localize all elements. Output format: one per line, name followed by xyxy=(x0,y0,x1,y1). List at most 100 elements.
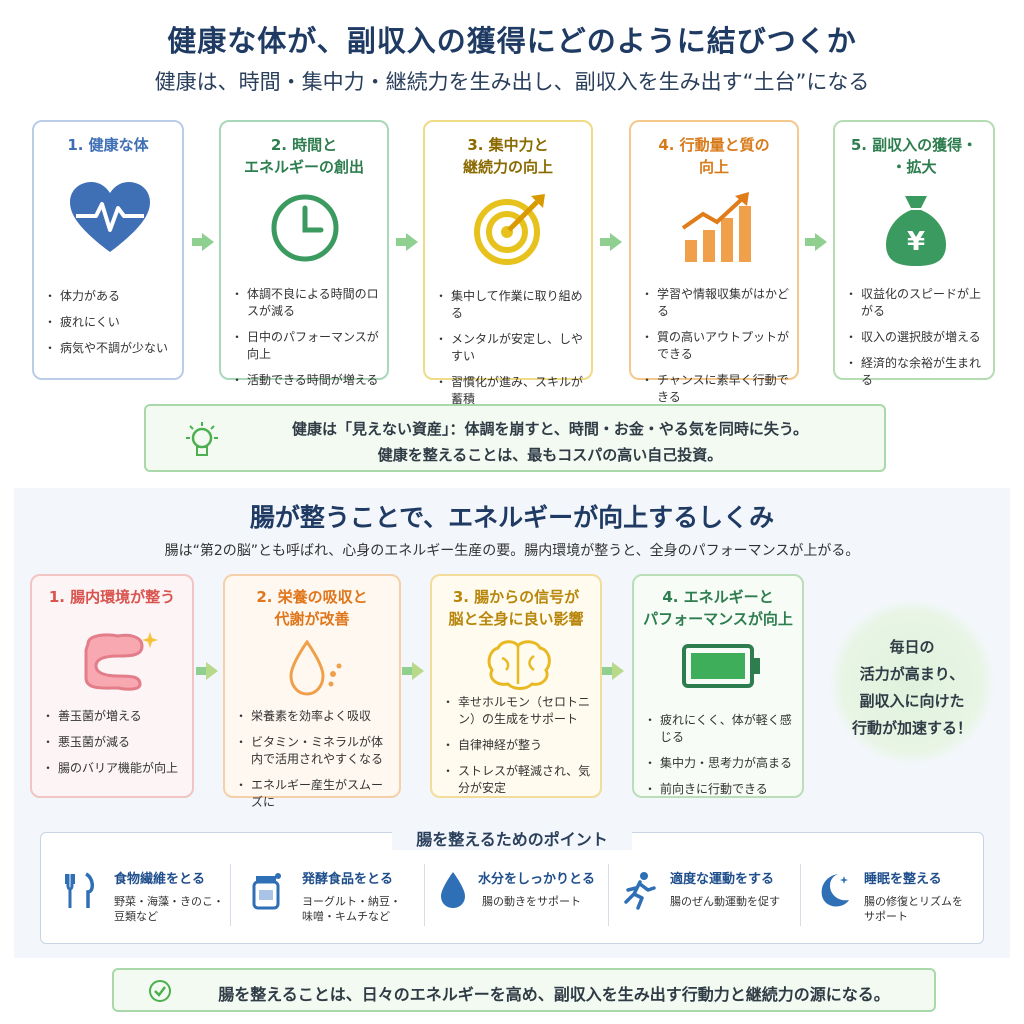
energy-result-circle: 毎日の 活力が高まり、 副収入に向けた 行動が加速する！ xyxy=(830,600,994,764)
gut-step-card-1: 1. 腸内環境が整う 善玉菌が増える 悪玉菌が減る 腸のバリア機能が向上 xyxy=(30,574,194,798)
target-icon xyxy=(474,194,545,265)
energy-line-1: 毎日の xyxy=(889,638,935,656)
point-desc: ヨーグルト・納豆・ 味噌・キムチなど xyxy=(302,894,401,924)
point-title: 発酵食品をとる xyxy=(302,872,394,887)
points-title: 腸を整えるためのポイント xyxy=(392,826,632,850)
nutrient-drop-icon xyxy=(289,639,342,696)
point-title: 水分をしっかりとる xyxy=(478,872,596,887)
heart-pulse-icon xyxy=(70,182,150,252)
point-item-sleep: 睡眠を整える 腸の修復とリズムを サポート xyxy=(812,858,980,928)
step-item: 収益化のスピードが上がる xyxy=(845,286,985,320)
step-item: ストレスが軽減され、気分が安定 xyxy=(442,763,592,797)
step-items: 栄養素を効率よく吸収 ビタミン・ミネラルが体内で活用されやすくなる エネルギー産… xyxy=(235,708,391,820)
step-card-5: 5. 副収入の獲得・ ・拡大 ¥ 収益化のスピードが上がる 収入の選択肢が増える… xyxy=(833,120,995,387)
running-icon xyxy=(624,872,656,910)
step-card-1: 1. 健康な体 体力がある 疲れにくい 病気や不調が少ない xyxy=(32,120,184,380)
flow-arrow xyxy=(402,662,424,680)
flow-arrow xyxy=(196,662,218,680)
point-desc-line: サポート xyxy=(864,910,908,923)
point-desc: 野菜・海藻・きのこ・ 豆類など xyxy=(114,894,224,924)
gut-step-card-3: 3. 腸からの信号が 脳と全身に良い影響 幸せホルモン（セロトニン）の生成をサポ… xyxy=(430,574,602,798)
step-title-line2: 代謝が改善 xyxy=(274,610,350,628)
step-title-line2: パフォーマンスが向上 xyxy=(643,610,793,628)
divider xyxy=(608,864,609,926)
step-item: 収入の選択肢が増える xyxy=(845,329,985,346)
point-desc-line: 腸の修復とリズムを xyxy=(864,895,963,908)
divider xyxy=(230,864,231,926)
energy-line-2: 活力が高まり、 xyxy=(859,665,965,683)
page-title: 健康な体が、副収入の獲得にどのように結びつくか xyxy=(167,24,857,58)
step-item: 栄養素を効率よく吸収 xyxy=(235,708,391,725)
point-desc: 腸の動きをサポート xyxy=(482,894,581,909)
step-title: 4. エネルギーと xyxy=(662,588,774,606)
fermented-jar-icon xyxy=(252,873,281,910)
step-items: 集中して作業に取り組める メンタルが安定し、しやすい 習慣化が進み、スキルが蓄積 xyxy=(435,288,583,417)
step-title: 2. 栄養の吸収と xyxy=(256,588,368,606)
point-item-exercise: 適度な運動をする 腸のぜん動運動を促す xyxy=(620,858,796,928)
step-item: 体力がある xyxy=(44,288,174,305)
point-item-water: 水分をしっかりとる 腸の動きをサポート xyxy=(436,858,610,928)
intestine-icon xyxy=(84,632,158,691)
step-title: 1. 腸内環境が整う xyxy=(48,588,176,606)
fork-knife-icon xyxy=(65,872,94,908)
step-title: 5. 副収入の獲得・ xyxy=(850,136,978,154)
step-item: 病気や不調が少ない xyxy=(44,340,174,357)
step-card-2: 2. 時間と エネルギーの創出 体調不良による時間のロスが減る 日中のパフォーマ… xyxy=(219,120,389,389)
conclusion-text: 腸を整えることは、日々のエネルギーを高め、副収入を生み出す行動力と継続力の源にな… xyxy=(218,985,890,1004)
gut-step-card-4: 4. エネルギーと パフォーマンスが向上 疲れにくく、体が軽く感じる 集中力・思… xyxy=(632,574,804,798)
step-title-line2: ・拡大 xyxy=(891,158,937,176)
clock-icon xyxy=(271,194,339,262)
point-desc-line: 腸の動きをサポート xyxy=(482,895,581,908)
step-item: 自律神経が整う xyxy=(442,737,592,754)
step-title: 3. 集中力と xyxy=(467,136,549,154)
step-items: 疲れにくく、体が軽く感じる 集中力・思考力が高まる 前向きに行動できる xyxy=(644,712,794,807)
step-title: 3. 腸からの信号が xyxy=(452,588,580,606)
moon-icon xyxy=(821,874,849,907)
step-item: ビタミン・ミネラルが体内で活用されやすくなる xyxy=(235,734,391,768)
point-desc-line: 腸のぜん動運動を促す xyxy=(670,895,780,908)
step-item: 日中のパフォーマンスが向上 xyxy=(231,329,379,363)
note-line-2: 健康を整えることは、最もコスパの高い自己投資。 xyxy=(377,446,723,464)
step-item: 疲れにくい xyxy=(44,314,174,331)
step-items: 幸せホルモン（セロトニン）の生成をサポート 自律神経が整う ストレスが軽減され、… xyxy=(442,694,592,806)
flow-arrow xyxy=(192,233,214,251)
water-drop-icon xyxy=(441,872,465,908)
health-note: 健康は「見えない資産」：体調を崩すと、時間・お金・やる気を同時に失う。 健康を整… xyxy=(144,404,886,472)
step-item: 集中して作業に取り組める xyxy=(435,288,583,322)
point-desc: 腸のぜん動運動を促す xyxy=(670,894,780,909)
gut-step-card-2: 2. 栄養の吸収と 代謝が改善 栄養素を効率よく吸収 ビタミン・ミネラルが体内で… xyxy=(223,574,401,809)
section-title: 腸が整うことで、エネルギーが向上するしくみ xyxy=(249,503,775,532)
step-items: 学習や情報収集がはかどる 質の高いアウトプットができる チャンスに素早く行動でき… xyxy=(641,286,789,415)
step-item: 集中力・思考力が高まる xyxy=(644,755,794,772)
point-desc-line: 豆類など xyxy=(114,910,158,923)
step-item: 活動できる時間が増える xyxy=(231,372,379,389)
check-circle-icon xyxy=(149,980,171,1002)
step-item: 腸のバリア機能が向上 xyxy=(42,760,184,777)
step-title: 2. 時間と xyxy=(270,136,338,154)
flow-arrow xyxy=(805,233,827,251)
step-item: 前向きに行動できる xyxy=(644,781,794,798)
growth-chart-icon xyxy=(681,192,751,262)
step-title: 1. 健康な体 xyxy=(67,136,149,154)
money-bag-icon: ¥ xyxy=(886,196,946,266)
note-line-1: 健康は「見えない資産」：体調を崩すと、時間・お金・やる気を同時に失う。 xyxy=(291,420,808,438)
lightbulb-icon xyxy=(186,422,218,456)
step-items: 体力がある 疲れにくい 病気や不調が少ない xyxy=(44,288,174,366)
step-item: エネルギー産生がスムーズに xyxy=(235,777,391,811)
step-title-line2: 向上 xyxy=(698,158,729,176)
step-items: 善玉菌が増える 悪玉菌が減る 腸のバリア機能が向上 xyxy=(42,708,184,786)
energy-result-text: 毎日の 活力が高まり、 副収入に向けた 行動が加速する！ xyxy=(830,634,994,742)
step-items: 収益化のスピードが上がる 収入の選択肢が増える 経済的な余裕が生まれる xyxy=(845,286,985,398)
point-title: 睡眠を整える xyxy=(864,872,942,887)
brain-icon xyxy=(487,640,551,690)
step-item: チャンスに素早く行動できる xyxy=(641,372,789,406)
divider xyxy=(424,864,425,926)
point-desc-line: ヨーグルト・納豆・ xyxy=(302,895,401,908)
step-item: 経済的な余裕が生まれる xyxy=(845,355,985,389)
conclusion-box: 腸を整えることは、日々のエネルギーを高め、副収入を生み出す行動力と継続力の源にな… xyxy=(112,968,936,1012)
page-subtitle: 健康は、時間・集中力・継続力を生み出し、副収入を生み出す“土台”になる xyxy=(154,70,870,94)
svg-text:¥: ¥ xyxy=(907,227,925,257)
step-item: 善玉菌が増える xyxy=(42,708,184,725)
step-item: 質の高いアウトプットができる xyxy=(641,329,789,363)
step-title-line2: 継続力の向上 xyxy=(462,158,553,176)
